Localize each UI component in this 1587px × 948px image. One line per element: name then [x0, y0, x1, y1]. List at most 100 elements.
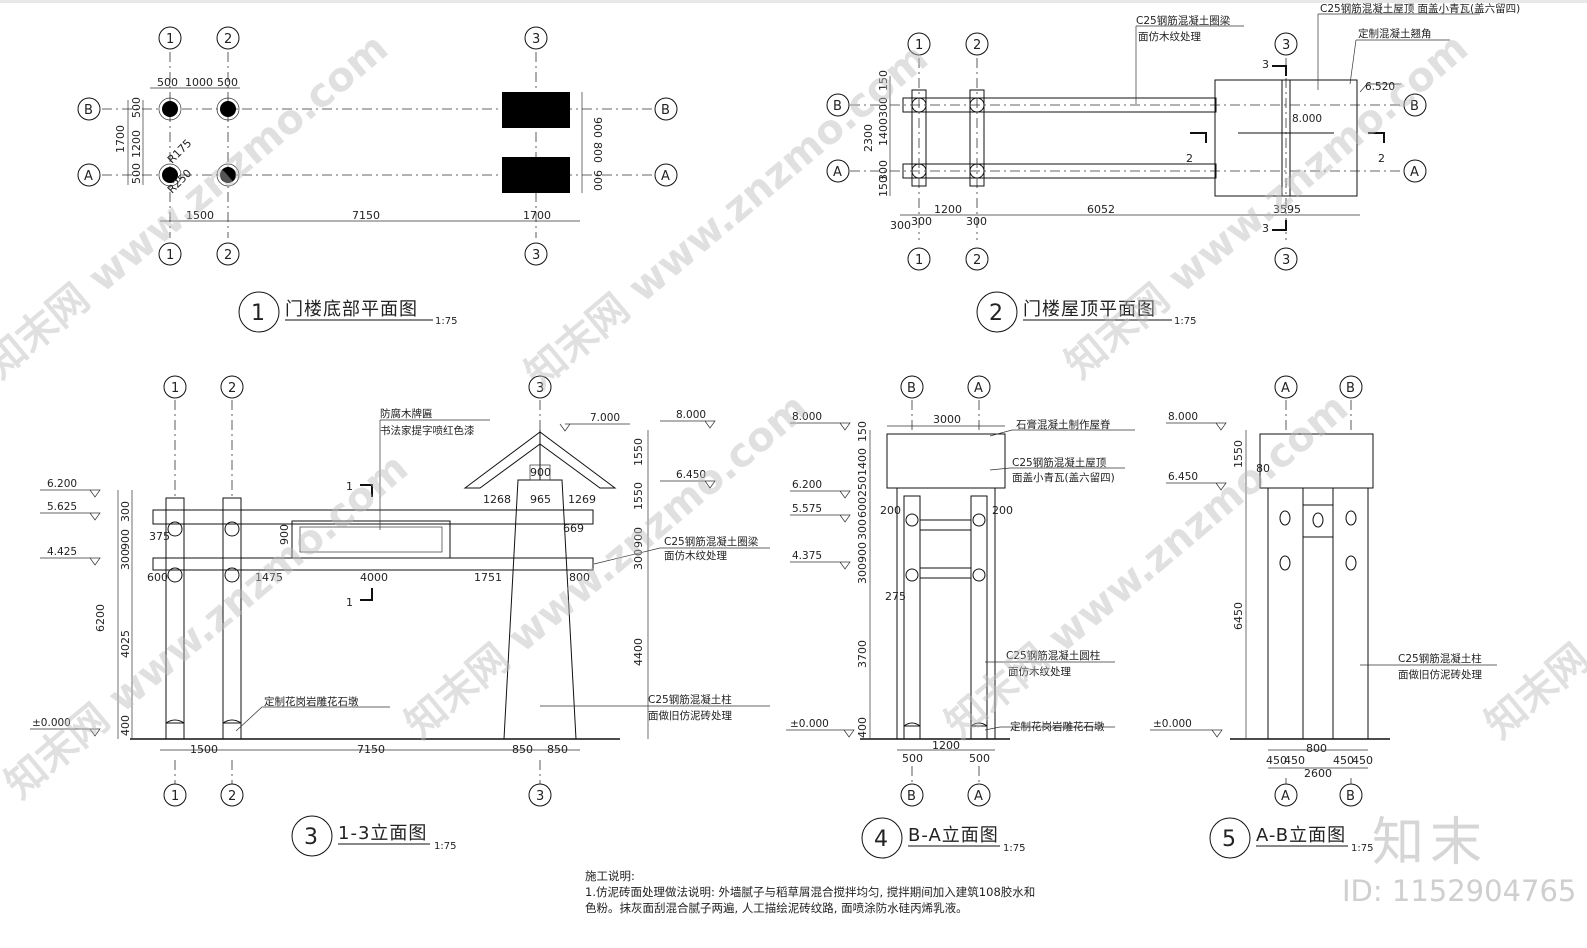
- callout-text: 书法家提字喷红色漆: [380, 424, 475, 437]
- svg-text:1: 1: [915, 38, 923, 53]
- dim-text: 900: [530, 466, 551, 479]
- axis-bubble: 3: [524, 26, 548, 50]
- axis-bubble: 2: [965, 32, 989, 56]
- dim-text: 300: [856, 519, 869, 540]
- axis-bubble: A: [1403, 159, 1427, 183]
- dim-text: 800: [591, 142, 604, 163]
- dim-text: 450: [1333, 754, 1354, 767]
- callout-text: 定制花岗岩雕花石墩: [1010, 720, 1105, 733]
- dim-text: 6450: [1232, 602, 1245, 630]
- svg-text:1: 1: [915, 253, 923, 268]
- view-title: 4 B-A立面图 1:75: [861, 817, 1025, 859]
- dim-text: 400: [119, 715, 132, 736]
- dim-text: 200: [880, 504, 901, 517]
- dim-text: 300: [877, 160, 890, 181]
- view-2-roof-plan: 8.000 2 2 3 3 150 300 1400 300 150 2300 …: [826, 2, 1520, 333]
- svg-text:知末网 www.znzmo.com: 知末网 www.znzmo.com: [937, 385, 1357, 748]
- dim-text: 300: [856, 563, 869, 584]
- elev-mark: 6.200: [40, 478, 101, 498]
- dim-text: 900: [591, 170, 604, 191]
- svg-text:8.000: 8.000: [792, 411, 822, 423]
- svg-text:5.625: 5.625: [47, 501, 77, 513]
- column-block-a: [502, 157, 570, 193]
- elev-mark: 7.000: [559, 412, 630, 432]
- view-1-plan: 500 1000 500 1700 1200 500 500 R175 R250…: [77, 26, 678, 333]
- dim-text: 6052: [1087, 203, 1115, 216]
- svg-text:3: 3: [1282, 253, 1290, 268]
- svg-text:知末网 www.znzmo.com: 知末网 www.znzmo.com: [397, 385, 817, 748]
- axis-bubble: 2: [220, 783, 244, 807]
- dim-text: 300: [877, 97, 890, 118]
- dim-text: 900: [632, 527, 645, 548]
- svg-text:知末网 www.znzmo.com: 知末网 www.znzmo.com: [1057, 25, 1477, 388]
- axis-bubble: 1: [158, 242, 182, 266]
- dim-text: 500: [902, 752, 923, 765]
- svg-text:5: 5: [1222, 827, 1236, 852]
- callout-text: 定制混凝土翘角: [1358, 27, 1432, 40]
- svg-text:A: A: [1281, 381, 1290, 396]
- axis-bubble: 1: [163, 375, 187, 399]
- dim-text: 500: [130, 97, 143, 118]
- svg-text:1-3立面图: 1-3立面图: [338, 823, 427, 844]
- elev-text: 8.000: [1292, 113, 1322, 125]
- dim-text: 600: [856, 497, 869, 518]
- svg-text:知末网 www.znzmo.com: 知末网 www.znzmo.com: [517, 35, 937, 398]
- notes-title: 施工说明:: [585, 869, 635, 883]
- callout-text: C25钢筋混凝土屋顶: [1012, 456, 1107, 469]
- svg-text:3: 3: [532, 32, 540, 47]
- svg-text:B: B: [661, 103, 670, 118]
- dim-text: 1550: [632, 438, 645, 466]
- callout-text: 面仿木纹处理: [1008, 665, 1071, 678]
- callout-text: C25钢筋混凝土柱: [648, 693, 732, 706]
- elev-mark: 8.000: [790, 411, 851, 431]
- view-5-elevation: 1550 6450 80 800 450 450 450 450 2600 8.…: [1150, 375, 1497, 859]
- dim-text: 450: [1352, 754, 1373, 767]
- dim-text: 900: [119, 529, 132, 550]
- axis-bubble: B: [1339, 783, 1363, 807]
- elev-mark: 8.000: [1166, 411, 1227, 431]
- axis-bubble: A: [1274, 783, 1298, 807]
- dim-text: 300: [911, 215, 932, 228]
- svg-text:A: A: [661, 169, 670, 184]
- svg-text:2: 2: [973, 253, 981, 268]
- svg-text:3: 3: [304, 825, 318, 850]
- callout-text: C25钢筋混凝土柱: [1398, 652, 1482, 665]
- elev-mark: 8.000: [660, 409, 716, 429]
- elev-mark: 6.450: [660, 469, 716, 489]
- dim-text: 4000: [360, 571, 388, 584]
- svg-text:4: 4: [874, 827, 888, 852]
- svg-text:B: B: [907, 789, 916, 804]
- callout-text: C25钢筋混凝土圈梁: [1136, 14, 1231, 27]
- section-mark: 3: [1262, 58, 1269, 71]
- dim-text: 375: [149, 530, 170, 543]
- elev-mark: 5.575: [790, 503, 851, 523]
- section-mark: 1: [346, 480, 353, 493]
- elev-mark: ±0.000: [30, 717, 101, 737]
- axis-bubble: 2: [220, 375, 244, 399]
- callout-text: C25钢筋混凝土屋顶 面盖小青瓦(盖六留四): [1320, 2, 1520, 15]
- svg-text:6.200: 6.200: [47, 478, 77, 490]
- axis-bubble: A: [654, 163, 678, 187]
- dim-text: 900: [278, 524, 291, 545]
- svg-text:知末网 www.znzmo.com: 知末网 www.znzmo.com: [1477, 385, 1587, 748]
- section-mark: 3: [1262, 222, 1269, 235]
- svg-text:2: 2: [989, 301, 1003, 326]
- svg-text:2: 2: [228, 789, 236, 804]
- dim-text: 1500: [190, 743, 218, 756]
- dim-text: 150: [877, 176, 890, 197]
- svg-text:A-B立面图: A-B立面图: [1256, 825, 1346, 846]
- callout-text: 面仿木纹处理: [664, 549, 727, 562]
- view-title: 1 门楼底部平面图 1:75: [238, 291, 457, 333]
- svg-text:B: B: [1346, 381, 1355, 396]
- dim-text: 1500: [186, 209, 214, 222]
- svg-text:1: 1: [251, 301, 265, 326]
- dim-text: 800: [1306, 742, 1327, 755]
- svg-text:B: B: [1410, 99, 1419, 114]
- dim-text: 150: [877, 70, 890, 91]
- callout-text: 定制花岗岩雕花石墩: [264, 695, 359, 708]
- watermark: 知末网 www.znzmo.com 知末网 www.znzmo.com 知末网 …: [0, 25, 1587, 808]
- svg-text:1:75: 1:75: [435, 316, 457, 327]
- axis-bubble: B: [1339, 375, 1363, 399]
- axis-bubble: A: [967, 783, 991, 807]
